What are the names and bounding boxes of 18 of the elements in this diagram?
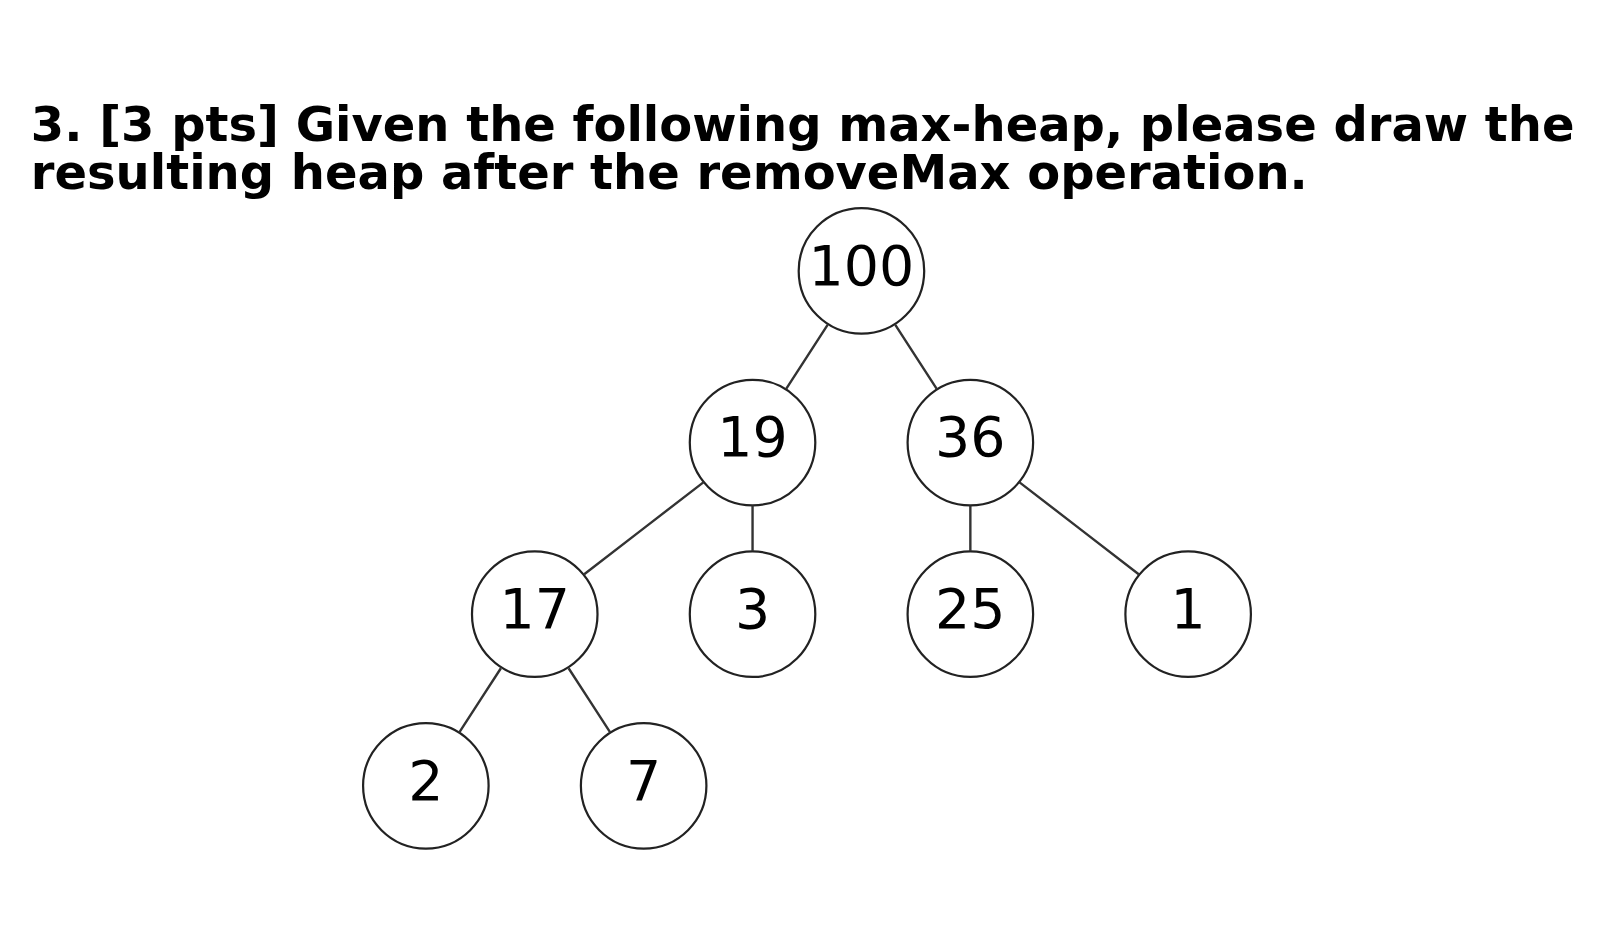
node-circle: 3	[688, 550, 817, 679]
node-circle: 19	[688, 378, 817, 507]
node-circle: 25	[906, 550, 1035, 679]
connector	[1018, 481, 1140, 576]
connector	[458, 667, 502, 734]
node-circle: 100	[797, 207, 926, 335]
connector	[567, 667, 612, 734]
node-circle: 17	[470, 550, 599, 679]
connector	[969, 505, 972, 551]
node-circle: 2	[362, 722, 490, 850]
connector	[751, 505, 754, 551]
node-circle: 7	[579, 722, 708, 850]
connector	[785, 324, 829, 390]
node-circle: 1	[1124, 550, 1252, 679]
connector	[894, 324, 938, 390]
diagram-title: 3. [3 pts] Given the following max-heap, please draw the resulting heap after the removeMax operation.	[30, 96, 1575, 201]
connector	[583, 481, 705, 576]
node-circle: 36	[906, 378, 1035, 507]
